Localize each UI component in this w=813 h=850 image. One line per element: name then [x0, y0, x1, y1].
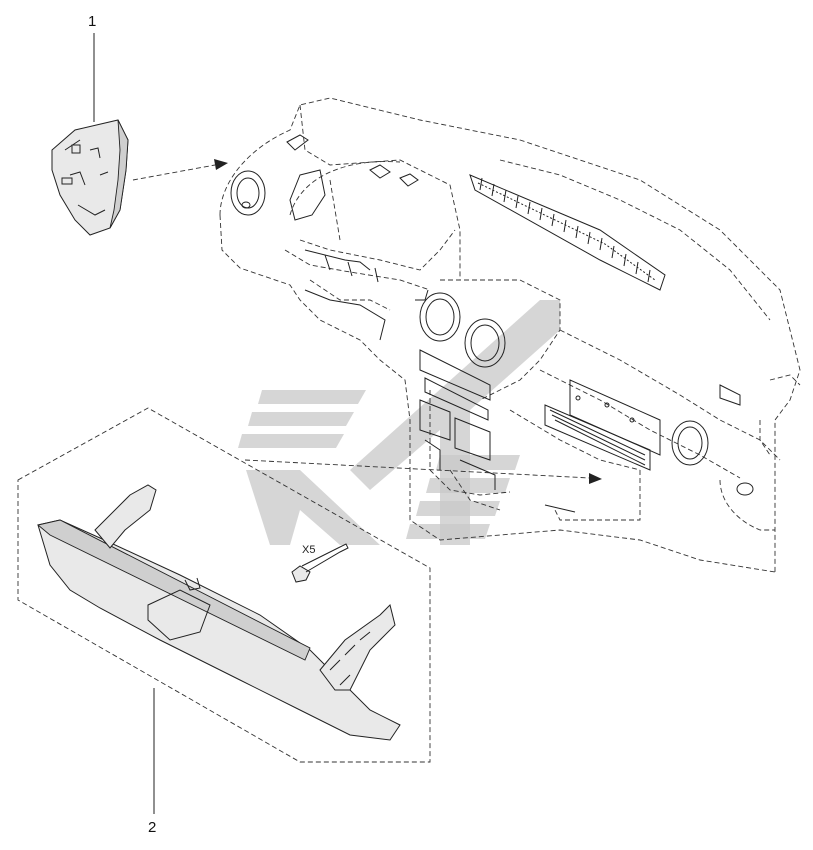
left-air-vent: [230, 170, 266, 216]
part-2-glovebox-lid: [37, 484, 401, 741]
part-2-group-outline: [17, 407, 431, 763]
callout-1-label: 1: [88, 13, 96, 30]
dashboard-details: [230, 134, 754, 513]
leader-arrows: [132, 159, 602, 484]
watermark-logo: [238, 300, 560, 545]
right-air-vent: [671, 420, 754, 496]
part-1-trim-panel: [51, 119, 129, 236]
dashboard-outline: [219, 97, 801, 573]
push-clip-fastener: [291, 543, 349, 583]
quantity-label: X5: [302, 544, 315, 556]
center-air-vents: [419, 292, 506, 368]
callout-leaders: [93, 33, 155, 814]
callout-2-label: 2: [148, 819, 156, 836]
